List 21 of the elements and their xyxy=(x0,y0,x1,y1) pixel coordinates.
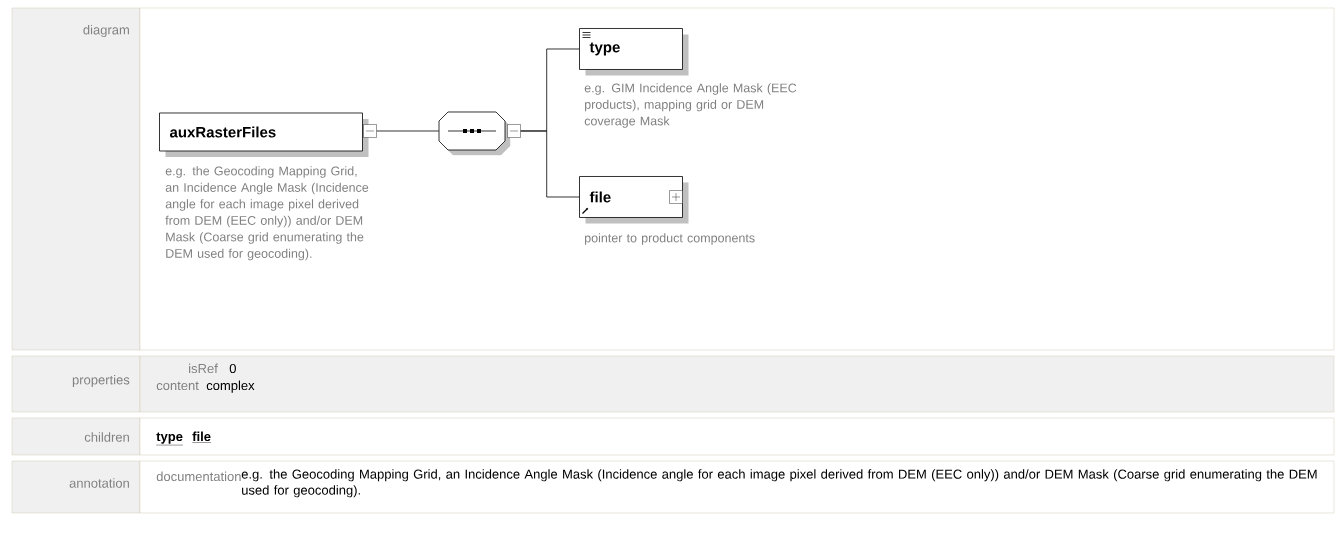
connector-line xyxy=(376,130,440,132)
sequence-octagon xyxy=(438,111,521,156)
element-box: auxRasterFiles xyxy=(159,112,377,157)
description-text: e.g. GIM Incidence Angle Mask (EEC products), mapping grid or DEM coverage Mask xyxy=(584,83,797,128)
element-box: file xyxy=(579,176,689,224)
connector-line xyxy=(520,130,580,198)
property-value: 0 xyxy=(229,363,236,374)
row-header: properties xyxy=(72,374,130,388)
row-header: annotation xyxy=(69,478,129,488)
documentation-text: e.g. the Geocoding Mapping Grid, an Incidence Angle Mask (Incidence angle for each image pixel derived from DEM (EEC only)) and/or DEM Mask (Coarse grid enumerating the DEM used for geocoding). xyxy=(241,469,1317,498)
description-text: e.g. the Geocoding Mapping Grid, an Incidence Angle Mask (Incidence angle for each image pixel derived from DEM (EEC only)) and/or DEM Mask (Coarse grid enumerating the DEM used for geocoding). xyxy=(165,166,369,261)
annotation-name: documentation xyxy=(156,471,241,482)
property-value: complex xyxy=(206,380,255,393)
row-header: diagram xyxy=(83,24,129,38)
child-link: file xyxy=(192,431,212,443)
element-box: type xyxy=(579,28,689,76)
property-name: isRef xyxy=(189,363,218,374)
row-header: children xyxy=(84,432,129,442)
child-link: type xyxy=(156,432,184,446)
description-text: pointer to product components xyxy=(585,233,755,245)
property-name: content xyxy=(156,381,199,391)
